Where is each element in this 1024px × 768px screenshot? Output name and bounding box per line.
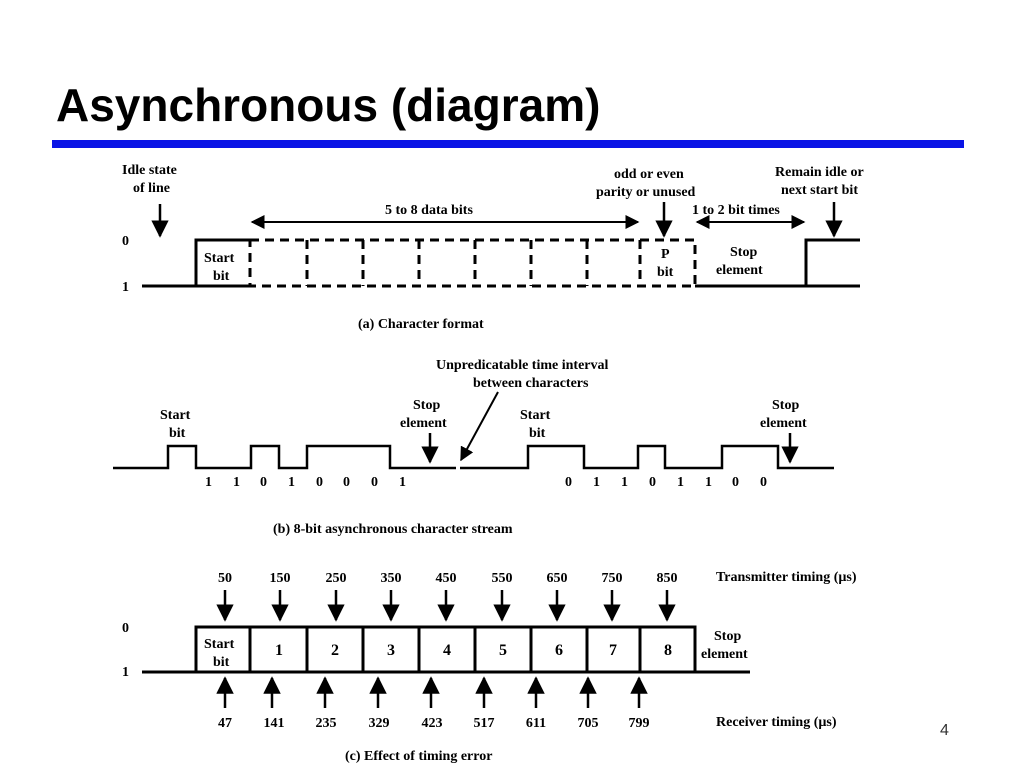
bit-value: 1 bbox=[205, 475, 212, 490]
title-rule bbox=[52, 140, 964, 148]
start-bit-label-2: Start bit bbox=[520, 408, 554, 441]
tx-time: 750 bbox=[602, 571, 623, 586]
transmitter-timing-label: Transmitter timing (µs) bbox=[716, 570, 857, 585]
rx-time: 47 bbox=[218, 716, 232, 731]
rx-time: 423 bbox=[422, 716, 443, 731]
stop-bit-times-label: 1 to 2 bit times bbox=[692, 203, 780, 218]
start-bit-label-1: Start bit bbox=[160, 408, 194, 441]
stop-element-label-1: Stop element bbox=[400, 398, 447, 431]
rx-time: 611 bbox=[526, 716, 546, 731]
tx-time: 450 bbox=[436, 571, 457, 586]
start-bit-label: Start bit bbox=[204, 251, 238, 284]
receiver-arrows bbox=[216, 676, 648, 708]
transmitter-times: 50 150 250 350 450 550 650 750 850 bbox=[218, 571, 678, 586]
stop-element-label: Stop element bbox=[701, 629, 748, 662]
tx-time: 550 bbox=[492, 571, 513, 586]
level-1-label: 1 bbox=[122, 280, 129, 295]
parity-label: odd or even parity or unused bbox=[596, 167, 696, 200]
level-0-label: 0 bbox=[122, 621, 129, 636]
start-bit-label: Start bit bbox=[204, 637, 238, 670]
stop-waveform bbox=[695, 238, 860, 288]
data-cell-label: 7 bbox=[609, 642, 617, 659]
level-1-label: 1 bbox=[122, 665, 129, 680]
bit-value: 1 bbox=[399, 475, 406, 490]
rx-time: 799 bbox=[629, 716, 650, 731]
receiver-timing-label: Receiver timing (µs) bbox=[716, 715, 837, 730]
tx-time: 850 bbox=[657, 571, 678, 586]
bit-value: 0 bbox=[649, 475, 656, 490]
bit-value: 0 bbox=[371, 475, 378, 490]
data-cell-label: 5 bbox=[499, 642, 507, 659]
bit-value: 0 bbox=[565, 475, 572, 490]
rx-time: 141 bbox=[264, 716, 285, 731]
transmitter-arrows bbox=[216, 590, 676, 622]
bit-value: 1 bbox=[233, 475, 240, 490]
bit-value: 0 bbox=[732, 475, 739, 490]
tx-time: 350 bbox=[381, 571, 402, 586]
data-cell-label: 2 bbox=[331, 642, 339, 659]
stop-element-label: Stop element bbox=[716, 245, 763, 278]
data-cell-label: 6 bbox=[555, 642, 563, 659]
character-waveform bbox=[142, 238, 250, 288]
bit-value: 1 bbox=[593, 475, 600, 490]
rx-time: 517 bbox=[474, 716, 495, 731]
rx-time: 329 bbox=[369, 716, 390, 731]
data-cell-label: 3 bbox=[387, 642, 395, 659]
rx-time: 705 bbox=[578, 716, 599, 731]
bit-value: 0 bbox=[260, 475, 267, 490]
bit-values-1: 1 1 0 1 0 0 0 1 bbox=[205, 475, 406, 490]
tx-time: 50 bbox=[218, 571, 232, 586]
panel-c-timing-error: 50 150 250 350 450 550 650 750 850 Trans… bbox=[122, 570, 857, 764]
caption-b: (b) 8-bit asynchronous character stream bbox=[273, 522, 513, 537]
tx-time: 650 bbox=[547, 571, 568, 586]
caption-a: (a) Character format bbox=[358, 317, 484, 332]
stream-waveform-2 bbox=[460, 444, 834, 470]
tx-time: 150 bbox=[270, 571, 291, 586]
data-cell-label: 8 bbox=[664, 642, 672, 659]
level-0-label: 0 bbox=[122, 234, 129, 249]
tx-time: 250 bbox=[326, 571, 347, 586]
slide-title: Asynchronous (diagram) bbox=[56, 79, 601, 131]
bit-value: 1 bbox=[677, 475, 684, 490]
bit-value: 1 bbox=[288, 475, 295, 490]
data-cell-dividers bbox=[305, 627, 642, 672]
bit-value: 0 bbox=[760, 475, 767, 490]
data-cell-label: 4 bbox=[443, 642, 451, 659]
timing-waveform-lead bbox=[142, 625, 250, 674]
bit-values-2: 0 1 1 0 1 1 0 0 bbox=[565, 475, 767, 490]
rx-time: 235 bbox=[316, 716, 337, 731]
stream-waveform-1 bbox=[113, 444, 456, 470]
bit-value: 1 bbox=[705, 475, 712, 490]
data-cell-label: 1 bbox=[275, 642, 283, 659]
panel-a-character-format: Idle state of line 0 1 Start bit P bit bbox=[122, 163, 867, 332]
bit-value: 1 bbox=[621, 475, 628, 490]
panel-b-character-stream: Unpredicatable time interval between cha… bbox=[113, 358, 834, 537]
caption-c: (c) Effect of timing error bbox=[345, 749, 492, 764]
data-bit-dividers bbox=[305, 240, 642, 286]
page-number: 4 bbox=[940, 722, 949, 739]
bit-value: 0 bbox=[316, 475, 323, 490]
interval-arrow bbox=[460, 391, 499, 462]
bit-value: 0 bbox=[343, 475, 350, 490]
data-cells-frame bbox=[248, 625, 697, 674]
data-cell-labels: 1 2 3 4 5 6 7 8 bbox=[275, 642, 672, 659]
remain-idle-label: Remain idle or next start bit bbox=[775, 165, 867, 198]
idle-state-label: Idle state of line bbox=[122, 163, 180, 196]
unpredictable-interval-label: Unpredicatable time interval between cha… bbox=[436, 358, 612, 391]
parity-bit-label: P bit bbox=[657, 247, 674, 280]
data-bits-label: 5 to 8 data bits bbox=[385, 203, 473, 218]
stop-element-label-2: Stop element bbox=[760, 398, 807, 431]
receiver-times: 47 141 235 329 423 517 611 705 799 bbox=[218, 716, 650, 731]
data-bits-dashed-frame bbox=[248, 238, 697, 288]
